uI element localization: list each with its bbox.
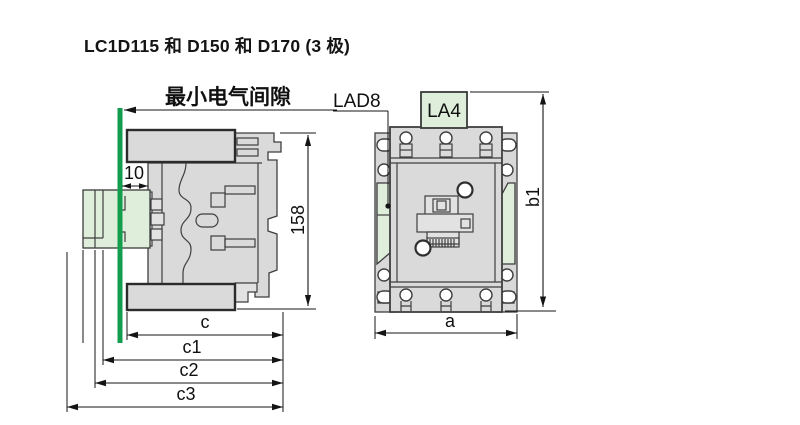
fixing-hole [456,181,474,199]
la4-block: LA4 [420,91,468,129]
terminal-screw [399,131,413,158]
base-step [234,282,258,303]
terminal-screws-top [399,131,493,158]
front-body-lines [390,157,502,288]
oblong-mounting-holes [376,138,517,304]
depth-extension-lines [66,250,284,412]
dim-a-label: a [445,311,456,331]
base-block [125,282,237,312]
terminal-screw [479,288,493,311]
dim-10-label: 10 [124,163,144,183]
dim-c1-label: c1 [182,337,201,357]
la4-label: LA4 [427,101,461,122]
aux-contact-block [82,189,165,249]
clearance-plane-line [117,108,123,343]
accessory-strip-left [376,182,392,266]
dim-b1-label: b1 [523,187,543,207]
front-view: LA4 LAD8 b1 [333,91,556,339]
dim-c3: c3 [67,384,283,411]
lad8-leader-dot [385,203,391,209]
side-view: 最小电气间隙 10 158 [66,85,337,412]
dim-c: c [127,312,283,339]
terminal-screw [399,288,413,311]
dim-c2: c2 [95,360,283,387]
terminal-screw [479,131,493,158]
dim-c1: c1 [103,337,283,364]
center-mechanism [416,195,474,248]
dim-c3-label: c3 [176,384,195,404]
accessory-strip-right [500,182,516,265]
dim-gap-10: 10 [122,163,148,189]
lad8-label: LAD8 [333,91,381,112]
terminal-screw [439,131,453,158]
lad8-callout: LAD8 [333,91,391,209]
top-cover-block [125,128,237,164]
terminal-screws-bottom [399,288,493,311]
page-title: LC1D115 和 D150 和 D170 (3 极) [84,36,351,56]
fixing-hole [414,239,432,257]
dim-158-label: 158 [288,205,308,235]
dim-a: a [374,311,518,339]
dim-clearance: 最小电气间隙 [124,85,337,114]
dim-c2-label: c2 [179,360,198,380]
dim-height-158: 158 [237,132,316,310]
dim-c-label: c [201,312,210,332]
clearance-label: 最小电气间隙 [165,85,291,109]
terminal-screw [439,288,453,311]
dim-b1: b1 [470,91,556,312]
